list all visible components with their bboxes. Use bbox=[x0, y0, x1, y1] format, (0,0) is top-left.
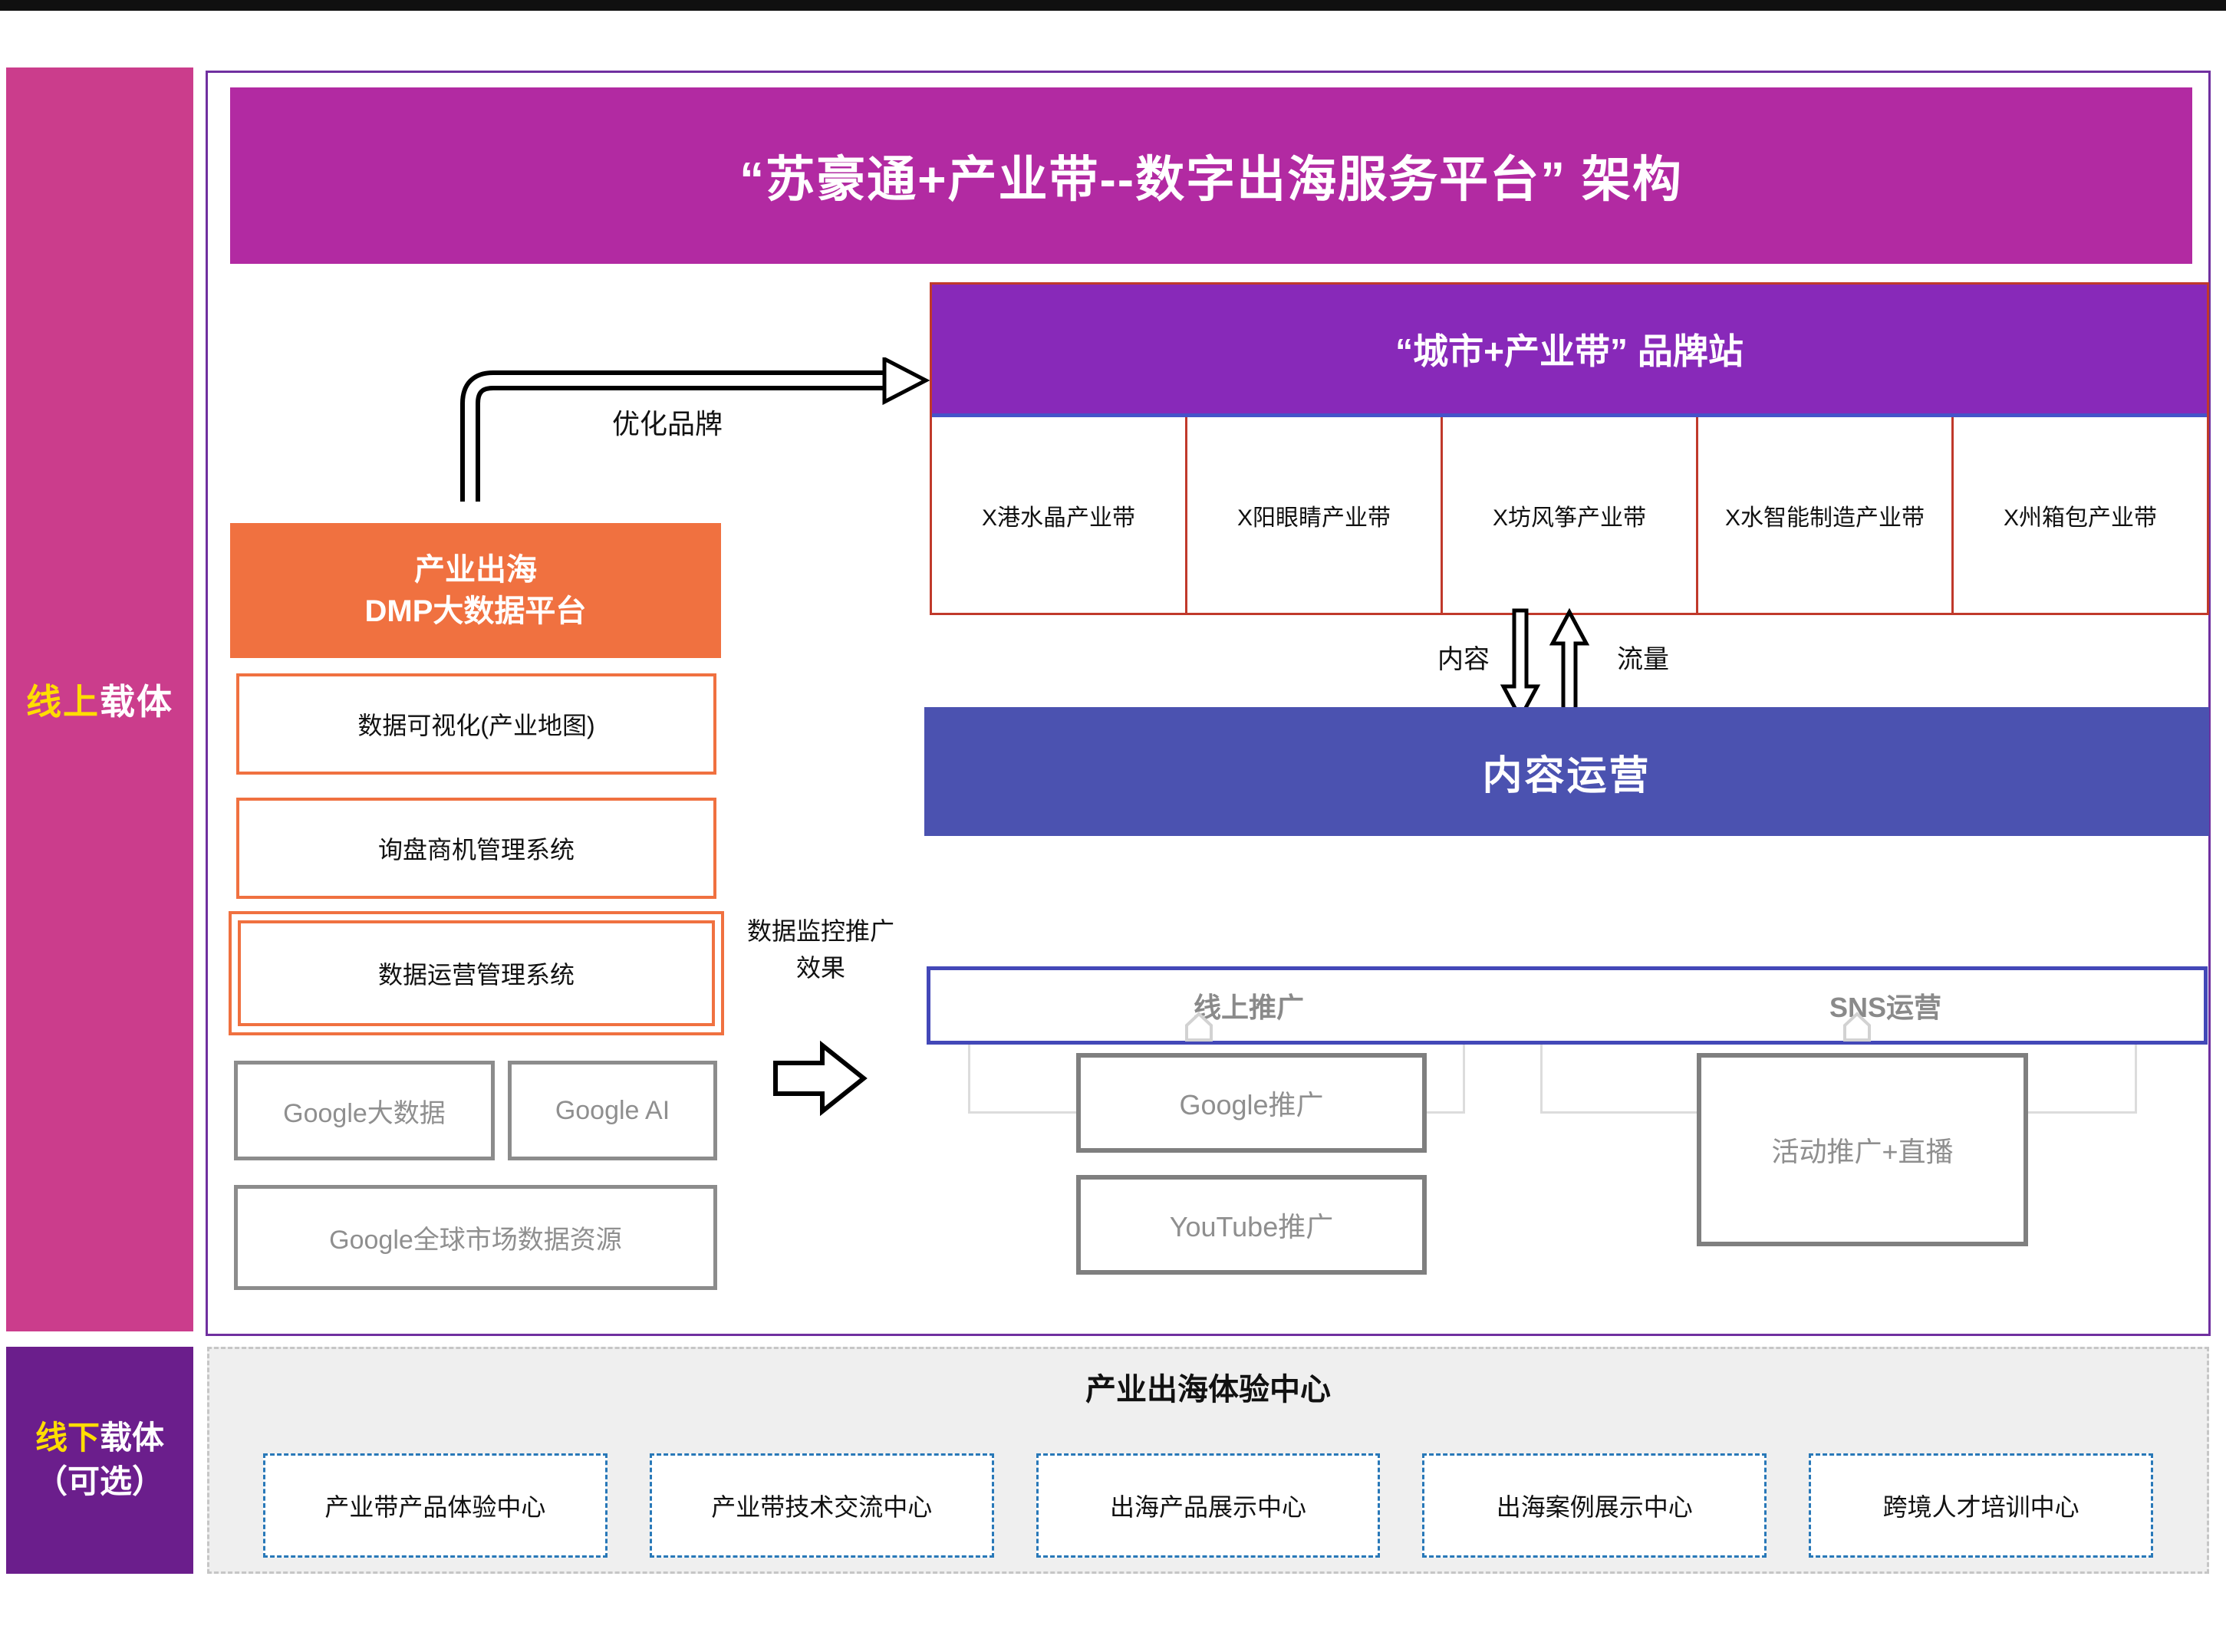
pointer-pentagon-icon bbox=[1185, 1012, 1213, 1042]
dmp-title-line1: 产业出海 bbox=[414, 553, 537, 587]
brand-station-title: “城市+产业带” 品牌站 bbox=[932, 285, 2207, 417]
offline-center-box: 产业带技术交流中心 bbox=[649, 1453, 994, 1558]
google-bigdata-box: Google大数据 bbox=[234, 1061, 495, 1160]
brand-station-columns: X港水晶产业带 X阳眼睛产业带 X坊风筝产业带 X水智能制造产业带 X州箱包产业… bbox=[932, 417, 2207, 613]
data-monitor-line2: 效果 bbox=[795, 954, 845, 982]
sidebar-offline-optional: （可选） bbox=[35, 1463, 164, 1499]
offline-center-box: 出海产品展示中心 bbox=[1036, 1453, 1381, 1558]
data-monitor-line1: 数据监控推广 bbox=[746, 917, 894, 945]
offline-experience-strip: 产业出海体验中心 产业带产品体验中心 产业带技术交流中心 出海产品展示中心 出海… bbox=[207, 1347, 2209, 1574]
data-monitor-label: 数据监控推广 效果 bbox=[723, 913, 919, 1005]
traffic-label: 流量 bbox=[1617, 644, 1669, 674]
inquiry-management-box: 询盘商机管理系统 bbox=[236, 798, 716, 899]
offline-center-box: 跨境人才培训中心 bbox=[1809, 1453, 2153, 1558]
online-promo-header: 线上推广 bbox=[1193, 992, 1304, 1023]
sns-ops-header: SNS运营 bbox=[1829, 992, 1942, 1023]
content-operation-bar: 内容运营 bbox=[924, 707, 2209, 836]
pointer-pentagon-icon bbox=[1843, 1012, 1871, 1042]
content-traffic-arrows-icon bbox=[1500, 608, 1590, 722]
google-global-data-box: Google全球市场数据资源 bbox=[234, 1185, 717, 1290]
main-content-frame bbox=[206, 71, 2211, 1336]
event-live-promo-box: 活动推广+直播 bbox=[1697, 1053, 2028, 1246]
content-label: 内容 bbox=[1437, 644, 1490, 674]
dmp-platform-header: 产业出海 DMP大数据平台 bbox=[230, 523, 721, 658]
sidebar-online-carrier: 线上载体 bbox=[6, 67, 193, 1331]
promotion-frame: 线上推广 SNS运营 bbox=[927, 966, 2208, 1045]
offline-center-boxes: 产业带产品体验中心 产业带技术交流中心 出海产品展示中心 出海案例展示中心 跨境… bbox=[263, 1453, 2153, 1558]
top-black-strip bbox=[0, 0, 2226, 11]
data-visualization-box: 数据可视化(产业地图) bbox=[236, 673, 716, 775]
brand-column: X阳眼睛产业带 bbox=[1185, 417, 1441, 613]
brand-column: X水智能制造产业带 bbox=[1696, 417, 1951, 613]
brand-station-box: “城市+产业带” 品牌站 X港水晶产业带 X阳眼睛产业带 X坊风筝产业带 X水智… bbox=[930, 282, 2209, 615]
sidebar-offline-label: 线下载体 bbox=[35, 1420, 165, 1456]
optimize-brand-arrow-icon bbox=[460, 357, 930, 502]
brand-column: X州箱包产业带 bbox=[1951, 417, 2207, 613]
brand-column: X港水晶产业带 bbox=[981, 505, 1135, 531]
sidebar-online-label: 线上载体 bbox=[26, 682, 173, 722]
sidebar-offline-carrier: 线下载体 （可选） bbox=[6, 1347, 193, 1574]
data-operation-box: 数据运营管理系统 bbox=[229, 911, 724, 1035]
youtube-promo-box: YouTube推广 bbox=[1076, 1175, 1427, 1275]
page-title: “苏豪通+产业带--数字出海服务平台” 架构 bbox=[230, 87, 2192, 264]
dmp-title-line2: DMP大数据平台 bbox=[364, 594, 587, 628]
brand-column: X坊风筝产业带 bbox=[1441, 417, 1696, 613]
google-promo-box: Google推广 bbox=[1076, 1053, 1427, 1153]
offline-center-box: 产业带产品体验中心 bbox=[263, 1453, 608, 1558]
offline-center-box: 出海案例展示中心 bbox=[1422, 1453, 1767, 1558]
offline-center-title: 产业出海体验中心 bbox=[1085, 1373, 1331, 1407]
optimize-brand-label: 优化品牌 bbox=[611, 408, 723, 439]
right-arrow-icon bbox=[773, 1040, 868, 1117]
data-operation-box-label: 数据运营管理系统 bbox=[238, 920, 715, 1026]
google-ai-box: Google AI bbox=[508, 1061, 717, 1160]
